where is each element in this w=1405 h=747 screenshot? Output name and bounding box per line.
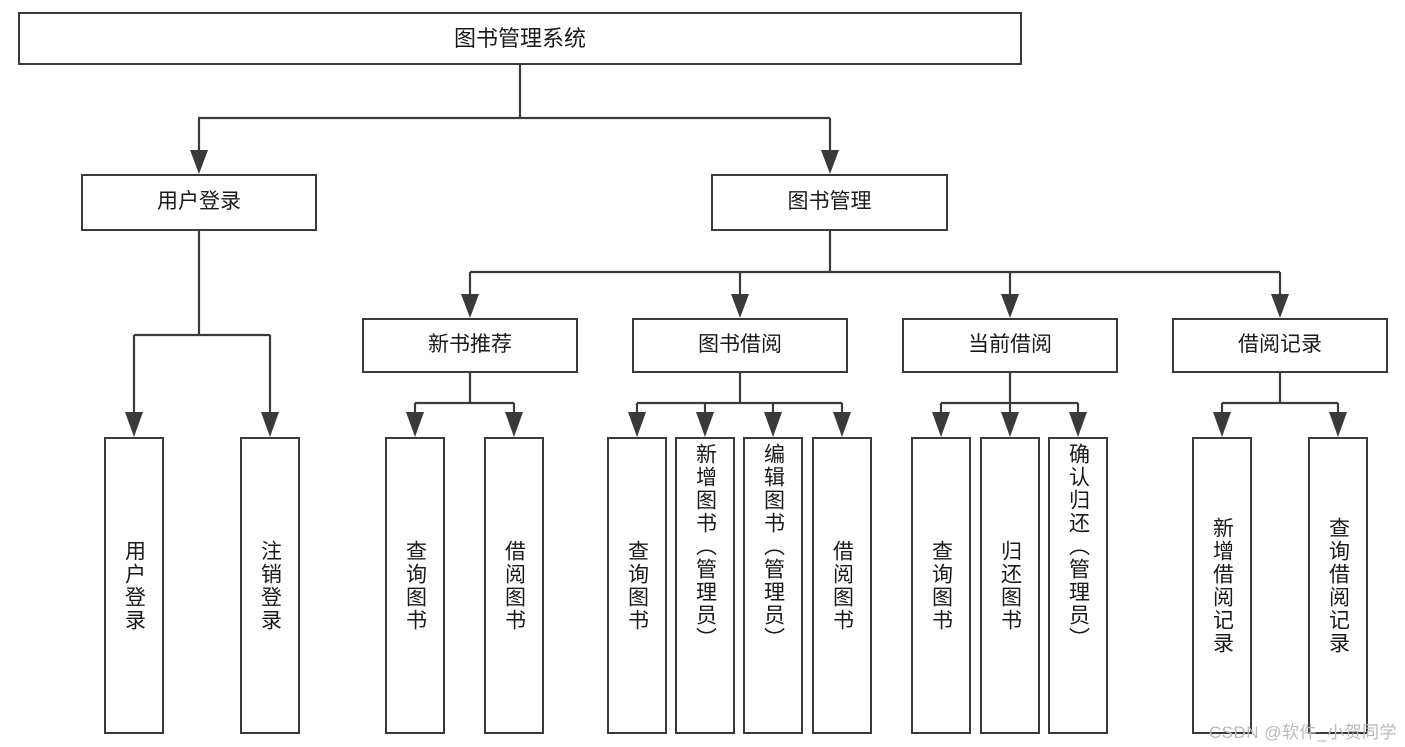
node-leaf-return-book[interactable]: 归还图书 [980, 437, 1040, 734]
node-new-book-recommend[interactable]: 新书推荐 [362, 318, 578, 373]
node-borrow-record[interactable]: 借阅记录 [1172, 318, 1388, 373]
node-label: 编辑图书（管理员） [761, 443, 785, 650]
node-label: 新书推荐 [428, 333, 512, 357]
csdn-watermark: CSDN @软件_小贺同学 [1208, 723, 1397, 742]
node-current-borrow[interactable]: 当前借阅 [902, 318, 1118, 373]
node-label: 借阅图书 [830, 539, 854, 632]
node-leaf-query-book-borrow[interactable]: 查询图书 [607, 437, 667, 734]
node-label: 借阅图书 [502, 539, 526, 632]
node-user-login[interactable]: 用户登录 [81, 174, 317, 231]
node-label: 用户登录 [157, 190, 241, 214]
node-label: 图书管理 [787, 190, 872, 214]
node-leaf-add-book-admin[interactable]: 新增图书（管理员） [675, 437, 735, 734]
node-label: 查询图书 [625, 539, 649, 632]
node-book-borrow[interactable]: 图书借阅 [632, 318, 848, 373]
node-label: 查询借阅记录 [1326, 516, 1350, 655]
node-leaf-query-borrow-record[interactable]: 查询借阅记录 [1308, 437, 1368, 734]
node-label: 图书管理系统 [453, 25, 586, 51]
node-label: 查询图书 [403, 539, 427, 632]
node-label: 当前借阅 [968, 333, 1052, 357]
node-leaf-borrow-book[interactable]: 借阅图书 [812, 437, 872, 734]
node-leaf-confirm-return-admin[interactable]: 确认归还（管理员） [1048, 437, 1108, 734]
node-leaf-query-book-recommend[interactable]: 查询图书 [385, 437, 445, 734]
node-leaf-query-book-current[interactable]: 查询图书 [911, 437, 971, 734]
node-leaf-borrow-book-recommend[interactable]: 借阅图书 [484, 437, 544, 734]
node-root-system[interactable]: 图书管理系统 [18, 12, 1022, 65]
node-leaf-add-borrow-record[interactable]: 新增借阅记录 [1192, 437, 1252, 734]
node-leaf-edit-book-admin[interactable]: 编辑图书（管理员） [743, 437, 803, 734]
node-label: 图书借阅 [698, 333, 782, 357]
node-label: 查询图书 [929, 539, 953, 632]
node-leaf-user-login[interactable]: 用户登录 [104, 437, 164, 734]
node-label: 确认归还（管理员） [1066, 443, 1090, 650]
node-label: 用户登录 [122, 539, 146, 632]
node-label: 借阅记录 [1238, 333, 1322, 357]
node-label: 归还图书 [998, 539, 1022, 632]
node-leaf-logout[interactable]: 注销登录 [240, 437, 300, 734]
node-label: 注销登录 [258, 539, 282, 632]
node-label: 新增借阅记录 [1210, 516, 1234, 655]
node-book-management[interactable]: 图书管理 [711, 174, 948, 231]
node-label: 新增图书（管理员） [693, 443, 717, 650]
